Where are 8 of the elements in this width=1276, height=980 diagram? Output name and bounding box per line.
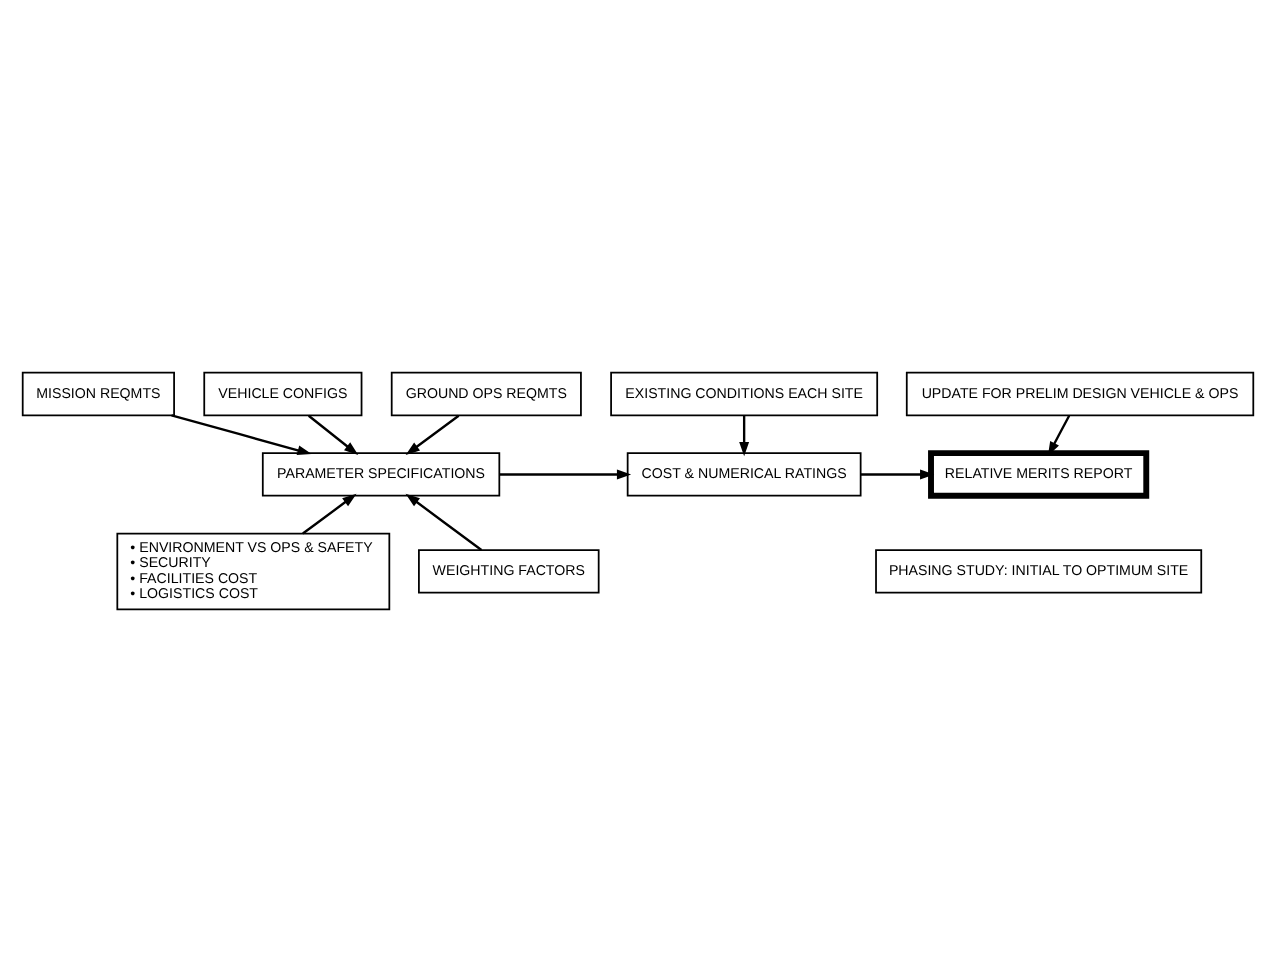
arrow — [1047, 414, 1071, 455]
arrow — [171, 413, 312, 455]
arrow — [739, 414, 750, 456]
arrow — [405, 413, 460, 455]
arrow — [307, 413, 359, 455]
arrow — [499, 468, 632, 479]
arrow — [860, 468, 935, 479]
arrow — [405, 492, 483, 550]
